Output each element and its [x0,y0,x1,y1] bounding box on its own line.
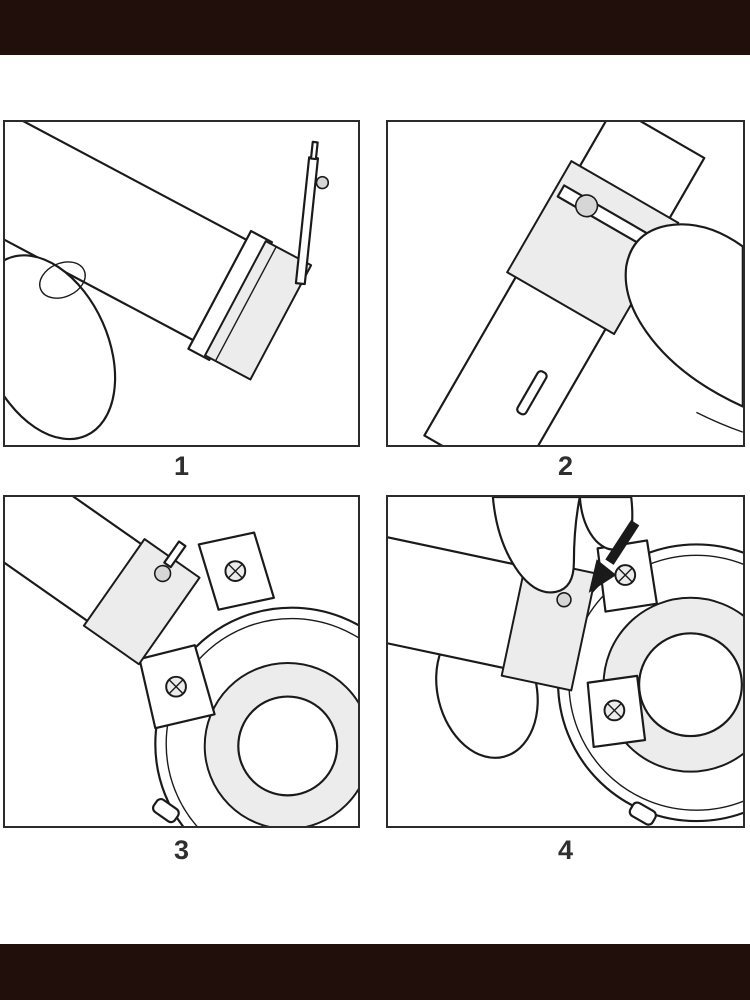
thumb [5,254,117,441]
spring-bar-knob [315,175,330,190]
spring-bar-pin [516,370,548,416]
illustration-step-1 [5,122,330,441]
watch-strap [5,122,313,381]
finger [624,223,743,433]
watch-strap [388,528,598,692]
spring-bar-knob [556,592,572,608]
hand [491,497,634,608]
step-panel-4 [386,495,745,828]
watch-strap [423,122,706,445]
spring-bar-tool [294,140,330,286]
strap-metal-cap [204,240,313,381]
watch-bezel [165,617,358,826]
watch-case [151,606,358,826]
watch-strap [5,497,201,666]
watch-lugs [138,531,275,730]
step-panel-1 [3,120,360,447]
letterbox-top [0,0,750,55]
arrow-down-icon [588,519,640,593]
spring-bar-pin [163,540,187,569]
crown-button [151,798,180,824]
screw-icon [165,675,187,698]
illustration-step-3 [5,497,358,826]
step-number-2: 2 [557,451,574,481]
thumb-nail [39,261,86,299]
letterbox-bottom [0,944,750,1000]
spring-bar-knob [574,194,599,218]
step-number-1: 1 [173,451,190,481]
screw-icon [614,564,637,586]
step-panel-3 [3,495,360,828]
step-number-4: 4 [557,835,574,865]
screw-icon [603,699,626,722]
watch-dial-center [237,695,339,797]
crown-button [628,801,657,826]
step-panel-2 [386,120,745,447]
step-number-3: 3 [173,835,190,865]
screw-icon [224,560,247,582]
watch-dial-center [638,632,743,738]
illustration-step-2 [423,122,743,445]
spring-bar-knob [153,564,172,583]
illustration-step-4 [388,497,743,826]
